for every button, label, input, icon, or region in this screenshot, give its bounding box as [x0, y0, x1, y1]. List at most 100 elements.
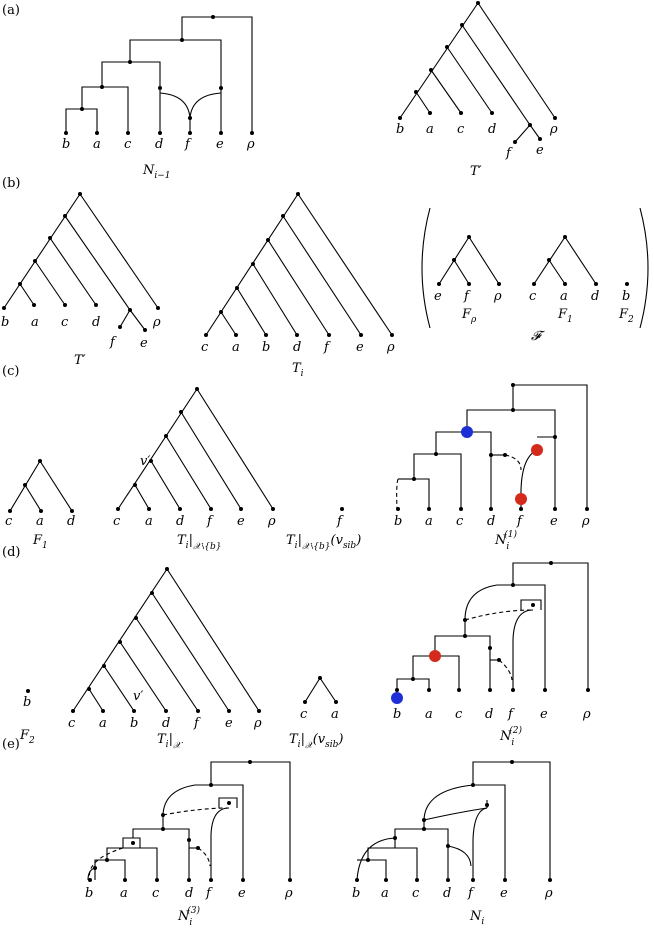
- taxon-c: c: [456, 514, 464, 529]
- panel-label-e: (e): [2, 737, 20, 752]
- taxon-rho: ρ: [386, 340, 395, 355]
- taxon-a: a: [93, 137, 101, 152]
- panel-label-d: (d): [2, 545, 20, 560]
- taxon-b: b: [1, 315, 9, 330]
- taxon-a: a: [425, 707, 433, 722]
- taxon-e: e: [500, 886, 508, 901]
- taxon-f: f: [505, 146, 513, 161]
- caption-t-i-sibling: Ti|𝒳(vsib): [289, 732, 343, 751]
- tree-t-i-sibling-d: c a Ti|𝒳(vsib): [289, 676, 343, 751]
- taxon-d: d: [92, 315, 100, 330]
- taxon-c: c: [152, 886, 160, 901]
- taxon-c: c: [412, 886, 420, 901]
- taxon-f: f: [206, 514, 214, 529]
- v-prime-label: v′: [140, 454, 150, 469]
- taxon-f: f: [463, 289, 471, 304]
- taxon-e: e: [540, 707, 548, 722]
- taxon-c: c: [529, 289, 537, 304]
- taxon-c: c: [61, 315, 69, 330]
- caption-t-i-restricted: Ti|𝒳: [157, 732, 184, 751]
- taxon-d: d: [488, 122, 496, 137]
- taxon-a: a: [120, 886, 128, 901]
- taxon-rho: ρ: [493, 289, 502, 304]
- taxon-d: d: [67, 514, 75, 529]
- taxon-b: b: [622, 289, 630, 304]
- taxon-a: a: [426, 122, 434, 137]
- tree-t-prime-a: b a c d f e ρ T′: [396, 1, 558, 179]
- tree-t-prime-b: b a c d f e ρ T′: [1, 192, 161, 368]
- taxon-e: e: [225, 716, 233, 731]
- network-n-i-1: b a c d f e ρ Ni(1): [394, 383, 590, 552]
- taxon-e: e: [550, 514, 558, 529]
- blue-marker: [461, 426, 473, 438]
- caption-n-i-1: Ni(1): [494, 529, 518, 552]
- taxon-rho: ρ: [246, 137, 255, 152]
- taxon-e: e: [238, 886, 246, 901]
- caption-t-prime: T′: [74, 353, 86, 368]
- red-marker: [531, 444, 543, 456]
- caption-n-i-3: Ni(3): [177, 905, 201, 928]
- taxon-a: a: [145, 514, 153, 529]
- taxon-f: f: [336, 514, 344, 529]
- taxon-d: d: [176, 514, 184, 529]
- taxon-e: e: [140, 336, 148, 351]
- taxon-rho: ρ: [284, 886, 293, 901]
- panel-label-a: (a): [2, 3, 20, 18]
- taxon-rho: ρ: [549, 122, 558, 137]
- taxon-f: f: [184, 137, 192, 152]
- taxon-d: d: [487, 514, 495, 529]
- taxon-d: d: [155, 137, 163, 152]
- taxon-b: b: [62, 137, 70, 152]
- network-n-i-3: b a c d f e ρ Ni(3): [85, 760, 293, 928]
- taxon-f: f: [109, 335, 117, 350]
- caption-t-prime: T′: [470, 164, 482, 179]
- taxon-c: c: [457, 122, 465, 137]
- taxon-d: d: [443, 886, 451, 901]
- network-n-i-2: b a c d f e ρ Ni(2): [391, 561, 591, 748]
- caption-f-1: F1: [557, 307, 573, 325]
- taxon-c: c: [455, 707, 463, 722]
- taxon-b: b: [396, 122, 404, 137]
- taxon-a: a: [381, 886, 389, 901]
- taxon-b: b: [352, 886, 360, 901]
- tree-t-i: c a b d f e ρ Ti: [201, 192, 395, 379]
- tree-t-i-restricted-c: v′ c a d f e ρ Ti|𝒳∖{b}: [113, 387, 276, 552]
- taxon-b: b: [23, 695, 31, 710]
- taxon-d: d: [162, 716, 170, 731]
- tree-f2-d: b F2: [19, 689, 35, 746]
- v-prime-label: v′: [133, 689, 143, 704]
- taxon-b: b: [393, 707, 401, 722]
- caption-forest: 𝓕: [531, 329, 545, 344]
- taxon-a: a: [331, 707, 339, 722]
- taxon-a: a: [232, 340, 240, 355]
- taxon-a: a: [560, 289, 568, 304]
- blue-marker: [391, 692, 403, 704]
- taxon-c: c: [5, 514, 13, 529]
- caption-t-i-sibling: Ti|𝒳∖{b}(vsib): [286, 533, 361, 552]
- taxon-e: e: [237, 514, 245, 529]
- red-marker: [429, 650, 441, 662]
- taxon-d: d: [185, 886, 193, 901]
- left-paren: [421, 207, 431, 329]
- taxon-f: f: [323, 340, 331, 355]
- caption-t-i: Ti: [292, 361, 304, 379]
- network-n-i: b a c d f e ρ Ni: [352, 760, 553, 927]
- tree-t-i-restricted-d: v′ c a b d f e ρ Ti|𝒳: [68, 567, 262, 751]
- taxon-e: e: [536, 143, 544, 158]
- taxon-f: f: [205, 886, 213, 901]
- taxon-rho: ρ: [581, 514, 590, 529]
- taxon-rho: ρ: [582, 707, 591, 722]
- taxon-b: b: [394, 514, 402, 529]
- taxon-b: b: [85, 886, 93, 901]
- taxon-rho: ρ: [267, 514, 276, 529]
- caption-t-i-restricted: Ti|𝒳∖{b}: [177, 533, 222, 552]
- taxon-d: d: [485, 707, 493, 722]
- taxon-c: c: [124, 137, 132, 152]
- taxon-c: c: [300, 707, 308, 722]
- taxon-rho: ρ: [253, 716, 262, 731]
- taxon-f: f: [507, 707, 515, 722]
- taxon-c: c: [201, 340, 209, 355]
- panel-label-c: (c): [2, 364, 19, 379]
- taxon-f: f: [467, 886, 475, 901]
- taxon-b: b: [262, 340, 270, 355]
